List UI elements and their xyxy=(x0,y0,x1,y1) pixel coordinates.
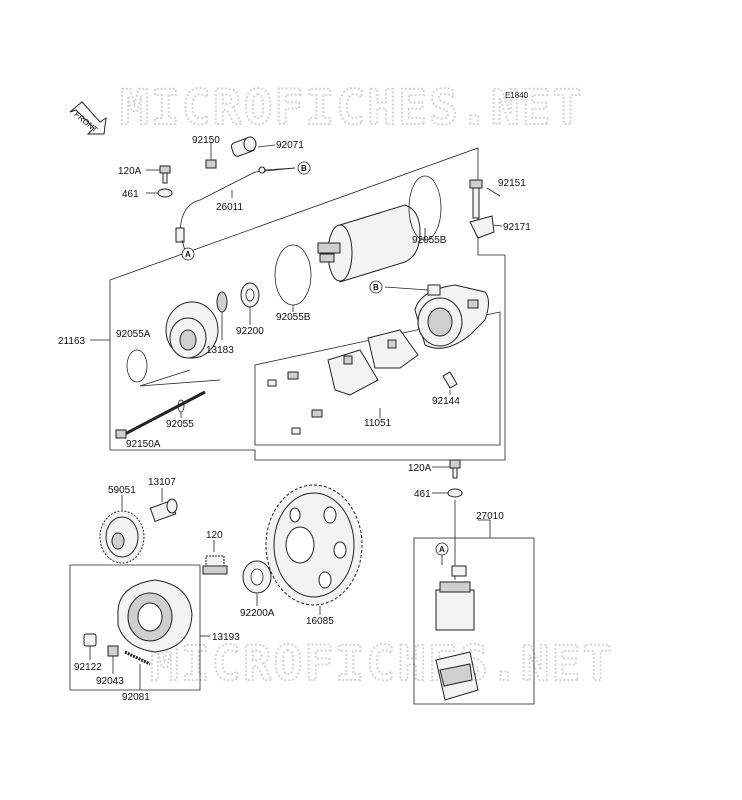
bolt-120A-bottom xyxy=(449,459,461,479)
label-120: 120 xyxy=(206,530,223,541)
roller-92122 xyxy=(83,633,97,647)
diagram-code: E1840 xyxy=(505,91,529,100)
gear-120 xyxy=(202,555,228,575)
screw-small-2 xyxy=(291,427,301,435)
nut-92150 xyxy=(205,150,217,169)
label-92043: 92043 xyxy=(96,676,124,687)
label-13183: 13183 xyxy=(206,345,234,356)
label-16085: 16085 xyxy=(306,616,334,627)
bracket-92171 xyxy=(469,215,495,239)
bolt-92150A xyxy=(115,390,206,439)
label-461-top: 461 xyxy=(122,189,139,200)
front-cover xyxy=(165,301,219,359)
label-92055A: 92055A xyxy=(116,329,151,340)
label-26011: 26011 xyxy=(216,202,244,213)
bolt-92151 xyxy=(469,179,483,219)
brush-small-2 xyxy=(311,409,323,418)
starter-motor xyxy=(317,204,421,283)
svg-text:A: A xyxy=(185,250,191,259)
terminal-boot xyxy=(230,136,257,157)
label-461-bottom: 461 xyxy=(414,489,431,500)
label-92151: 92151 xyxy=(498,178,526,189)
washer-461-top xyxy=(157,188,173,198)
label-92055: 92055 xyxy=(166,419,194,430)
svg-text:B: B xyxy=(301,164,307,173)
brush-small-1 xyxy=(287,371,299,380)
label-92055B-mid: 92055B xyxy=(276,312,311,323)
label-92150: 92150 xyxy=(192,135,220,146)
label-13107: 13107 xyxy=(148,477,176,488)
o-ring-92055A xyxy=(126,349,148,383)
label-92055B-top: 92055B xyxy=(412,235,447,246)
label-92200A: 92200A xyxy=(240,608,275,619)
gear-59051 xyxy=(99,510,145,564)
spring-92144 xyxy=(442,371,458,389)
label-59051: 59051 xyxy=(108,485,136,496)
clutch-box-outline xyxy=(69,564,201,691)
label-92171: 92171 xyxy=(503,222,531,233)
callout-b-mid: B xyxy=(369,280,383,294)
washer-13183 xyxy=(216,291,228,313)
label-13193: 13193 xyxy=(212,632,240,643)
clutch-housing-13193 xyxy=(117,579,193,653)
screw-small-1 xyxy=(267,379,277,387)
label-92150A: 92150A xyxy=(126,439,161,450)
label-92071: 92071 xyxy=(276,140,304,151)
rear-cover xyxy=(414,284,489,349)
label-92144: 92144 xyxy=(432,396,460,407)
sprocket-16085 xyxy=(265,484,363,606)
spring-92081 xyxy=(124,650,151,666)
shaft-13107 xyxy=(149,498,178,522)
label-92122: 92122 xyxy=(74,662,102,673)
label-27010: 27010 xyxy=(476,511,504,522)
label-21163: 21163 xyxy=(58,336,86,347)
callout-a-top: A xyxy=(181,247,195,261)
label-120A-top: 120A xyxy=(118,166,142,177)
svg-text:A: A xyxy=(439,545,445,554)
brush-assembly-outline xyxy=(254,311,501,446)
callout-a-bottom: A xyxy=(435,542,449,556)
label-92200: 92200 xyxy=(236,326,264,337)
label-92081: 92081 xyxy=(122,692,150,703)
watermark-bottom: MICROFICHES.NET xyxy=(150,636,613,692)
washer-461-bottom xyxy=(447,488,463,498)
callout-b-top: B xyxy=(297,161,311,175)
starter-relay xyxy=(435,565,479,701)
watermark-top: MICROFICHES.NET xyxy=(120,80,583,136)
front-arrow-icon: FRONT xyxy=(69,101,107,135)
bolt-120A-top xyxy=(159,165,171,184)
relay-box-outline xyxy=(413,537,535,705)
brush-holder xyxy=(327,329,419,396)
label-120A-bottom: 120A xyxy=(408,463,432,474)
o-ring-92055B-mid xyxy=(274,244,312,306)
spring-cap-92043 xyxy=(107,645,119,657)
svg-text:B: B xyxy=(373,283,379,292)
starter-cable xyxy=(175,166,296,243)
label-11051: 11051 xyxy=(364,418,392,429)
